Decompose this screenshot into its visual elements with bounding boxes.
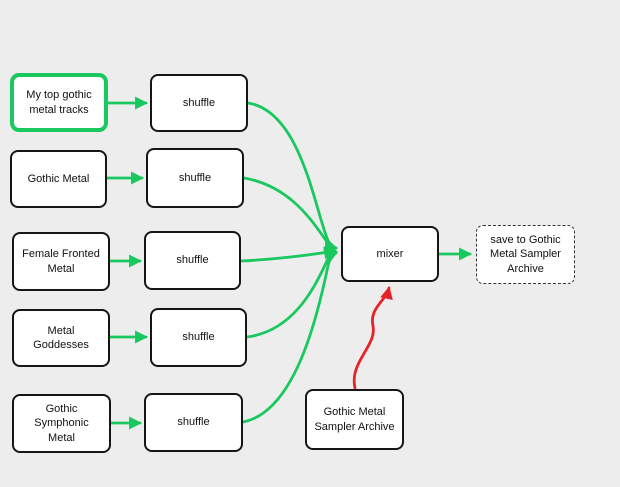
node-label: Gothic Metal Sampler Archive	[314, 406, 395, 433]
edge-archive-mixer[interactable]	[352, 286, 393, 390]
node-label: mixer	[376, 247, 404, 260]
node-mixer[interactable]: mixer	[341, 226, 439, 282]
node-playlist-my-top-gothic-metal-tracks[interactable]: My top gothic metal tracks	[10, 73, 108, 132]
node-label: My top gothic metal tracks	[26, 89, 92, 116]
node-label: save to Gothic Metal Sampler Archive	[490, 234, 561, 275]
node-label: Female Fronted Metal	[22, 248, 100, 275]
node-label: shuffle	[182, 331, 215, 344]
node-label: shuffle	[176, 254, 209, 267]
edge-shuffle5-mixer[interactable]	[241, 251, 338, 424]
edge-shuffle3-mixer[interactable]	[239, 246, 337, 263]
node-label: shuffle	[177, 416, 210, 429]
node-playlist-metal-goddesses[interactable]: Metal Goddesses	[12, 309, 110, 367]
edge-shuffle1-mixer[interactable]	[246, 101, 338, 255]
node-playlist-gothic-metal-sampler-archive[interactable]: Gothic Metal Sampler Archive	[305, 389, 404, 450]
node-playlist-gothic-metal[interactable]: Gothic Metal	[10, 150, 107, 208]
node-label: Gothic Symphonic Metal	[34, 403, 89, 444]
node-playlist-female-fronted-metal[interactable]: Female Fronted Metal	[12, 232, 110, 291]
node-save-to-gothic-metal-sampler-archive[interactable]: save to Gothic Metal Sampler Archive	[476, 225, 575, 284]
node-label: shuffle	[182, 96, 216, 109]
node-shuffle-5[interactable]: shuffle	[144, 393, 243, 452]
node-shuffle-4[interactable]: shuffle	[150, 308, 247, 367]
node-shuffle-3[interactable]: shuffle	[144, 231, 241, 290]
node-shuffle-1[interactable]: shuffle	[150, 74, 248, 132]
node-label: Metal Goddesses	[33, 324, 89, 351]
node-label: Gothic Metal	[27, 172, 90, 185]
node-playlist-gothic-symphonic-metal[interactable]: Gothic Symphonic Metal	[12, 394, 111, 453]
edge-shuffle2-mixer[interactable]	[242, 176, 338, 252]
node-label: shuffle	[178, 171, 212, 184]
node-shuffle-2[interactable]: shuffle	[146, 148, 244, 208]
